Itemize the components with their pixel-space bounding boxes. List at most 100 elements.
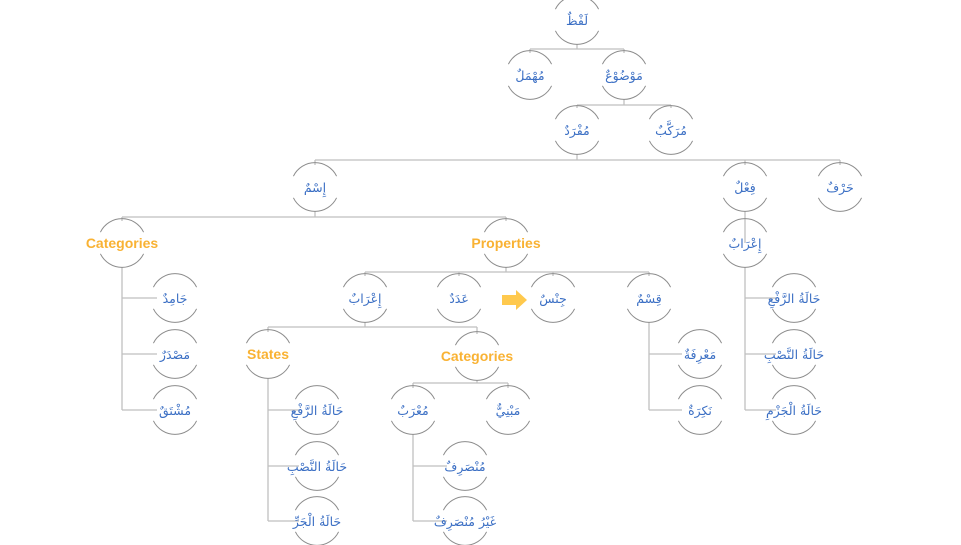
node-label: مُنْصَرِفٌ	[444, 459, 485, 476]
node-label: إِعْرَابٌ	[728, 236, 761, 253]
node-label: غَيْرُ مُنْصَرِفٌ	[434, 514, 497, 531]
node-f_nasb[interactable]: حَالَةُ النَّصْبِ	[764, 329, 824, 379]
node-irab_categories[interactable]: Categories	[441, 331, 514, 381]
node-arc-bottom	[294, 531, 340, 545]
node-label: فِعْلٌ	[734, 180, 755, 195]
node-masdar[interactable]: مَصْدَرٌ	[152, 329, 198, 379]
node-label: مُفْرَدٌ	[564, 123, 589, 139]
node-arc-top	[390, 385, 436, 400]
node-arc-bottom	[442, 531, 488, 545]
node-label: مُعْرَبٌ	[397, 403, 428, 419]
node-muhmal[interactable]: مُهْمَلٌ	[507, 50, 553, 100]
node-jins[interactable]: جِنْسٌ	[530, 273, 576, 323]
node-label: جِنْسٌ	[539, 291, 566, 307]
node-arc-bottom	[771, 308, 817, 323]
node-arc-bottom	[677, 420, 723, 435]
node-arc-top	[294, 441, 340, 456]
node-nakira[interactable]: نَكِرَةٌ	[677, 385, 723, 435]
node-arc-top	[722, 162, 768, 177]
node-f_raf[interactable]: حَالَةُ الرَّفْعِ	[768, 273, 821, 323]
node-label: نَكِرَةٌ	[688, 403, 712, 419]
node-arc-bottom	[442, 476, 488, 491]
node-label: مَوْضُوْعٌ	[605, 68, 643, 84]
node-arc-bottom	[722, 197, 768, 212]
node-arc-bottom	[485, 420, 531, 435]
node-lafz[interactable]: لَفْظٌ	[554, 0, 600, 45]
node-arc-top	[601, 50, 647, 65]
node-irab[interactable]: إِعْرَابٌ	[342, 273, 388, 323]
node-label: قِسْمٌ	[636, 291, 661, 307]
node-jamid[interactable]: جَامِدٌ	[152, 273, 198, 323]
node-arc-top	[292, 162, 338, 177]
node-arc-bottom	[152, 308, 198, 323]
node-arc-bottom	[342, 308, 388, 323]
node-label: إِعْرَابٌ	[348, 291, 381, 308]
node-arc-top	[507, 50, 553, 65]
node-label: مُشْتَقٌ	[159, 403, 191, 419]
node-arc-top	[442, 441, 488, 456]
node-label: مَعْرِفَةٌ	[684, 347, 716, 364]
node-ghayr_munsarif[interactable]: غَيْرُ مُنْصَرِفٌ	[434, 496, 497, 545]
node-arc-bottom	[530, 308, 576, 323]
node-arc-bottom	[99, 253, 145, 268]
node-label: حَالَةُ الْجَرِّ	[292, 511, 341, 530]
node-harf[interactable]: حَرْفٌ	[817, 162, 863, 212]
node-mufrad[interactable]: مُفْرَدٌ	[554, 105, 600, 155]
node-mushtaq[interactable]: مُشْتَقٌ	[152, 385, 198, 435]
node-s_nasb[interactable]: حَالَةُ النَّصْبِ	[287, 441, 347, 491]
node-arc-bottom	[294, 420, 340, 435]
node-arc-bottom	[152, 420, 198, 435]
node-arc-top	[454, 331, 500, 346]
node-f_jazm[interactable]: حَالَةُ الْجَزْمِ	[765, 385, 822, 435]
node-s_jarr[interactable]: حَالَةُ الْجَرِّ	[292, 496, 341, 545]
node-arc-top	[483, 218, 529, 233]
node-arc-top	[554, 0, 600, 10]
node-fil[interactable]: فِعْلٌ	[722, 162, 768, 212]
node-label: جَامِدٌ	[163, 291, 188, 306]
node-ism_categories[interactable]: Categories	[86, 218, 159, 268]
node-arc-top	[722, 218, 768, 233]
node-fil_irab[interactable]: إِعْرَابٌ	[722, 218, 768, 268]
node-arc-top	[152, 329, 198, 344]
node-arc-top	[677, 385, 723, 400]
node-label: مَبْنِيٌّ	[496, 403, 521, 418]
node-arc-top	[530, 273, 576, 288]
node-ism_properties[interactable]: Properties	[471, 218, 541, 268]
node-adad[interactable]: عَدَدٌ	[436, 273, 482, 323]
node-arc-bottom	[771, 364, 817, 379]
node-arc-bottom	[436, 308, 482, 323]
node-arc-bottom	[554, 30, 600, 45]
node-arc-top	[485, 385, 531, 400]
node-arc-top	[99, 218, 145, 233]
node-label: Properties	[471, 235, 540, 251]
node-arc-top	[771, 329, 817, 344]
node-marifa[interactable]: مَعْرِفَةٌ	[677, 329, 723, 379]
node-mabni[interactable]: مَبْنِيٌّ	[485, 385, 531, 435]
node-arc-bottom	[722, 253, 768, 268]
node-arc-bottom	[771, 420, 817, 435]
node-label: حَالَةُ النَّصْبِ	[287, 459, 347, 476]
node-arc-bottom	[626, 308, 672, 323]
node-arc-top	[294, 385, 340, 400]
node-murakkab[interactable]: مُرَكَّبٌ	[648, 105, 694, 155]
node-ism[interactable]: إِسْمٌ	[292, 162, 338, 212]
node-arc-top	[554, 105, 600, 120]
node-munsarif[interactable]: مُنْصَرِفٌ	[442, 441, 488, 491]
node-label: مُهْمَلٌ	[515, 68, 544, 84]
node-label: مُرَكَّبٌ	[655, 120, 687, 139]
node-arc-top	[648, 105, 694, 120]
node-arc-top	[817, 162, 863, 177]
node-s_raf[interactable]: حَالَةُ الرَّفْعِ	[291, 385, 344, 435]
node-qism[interactable]: قِسْمٌ	[626, 273, 672, 323]
node-murab[interactable]: مُعْرَبٌ	[390, 385, 436, 435]
node-arc-bottom	[454, 366, 500, 381]
node-mawdu[interactable]: مَوْضُوْعٌ	[601, 50, 647, 100]
node-arc-top	[245, 329, 291, 344]
right-arrow-icon	[502, 290, 527, 310]
node-label: حَالَةُ الْجَزْمِ	[765, 400, 822, 420]
node-arc-bottom	[292, 197, 338, 212]
node-label: حَالَةُ الرَّفْعِ	[291, 402, 344, 421]
node-arc-bottom	[648, 140, 694, 155]
node-states[interactable]: States	[245, 329, 291, 379]
connectors	[121, 44, 841, 522]
